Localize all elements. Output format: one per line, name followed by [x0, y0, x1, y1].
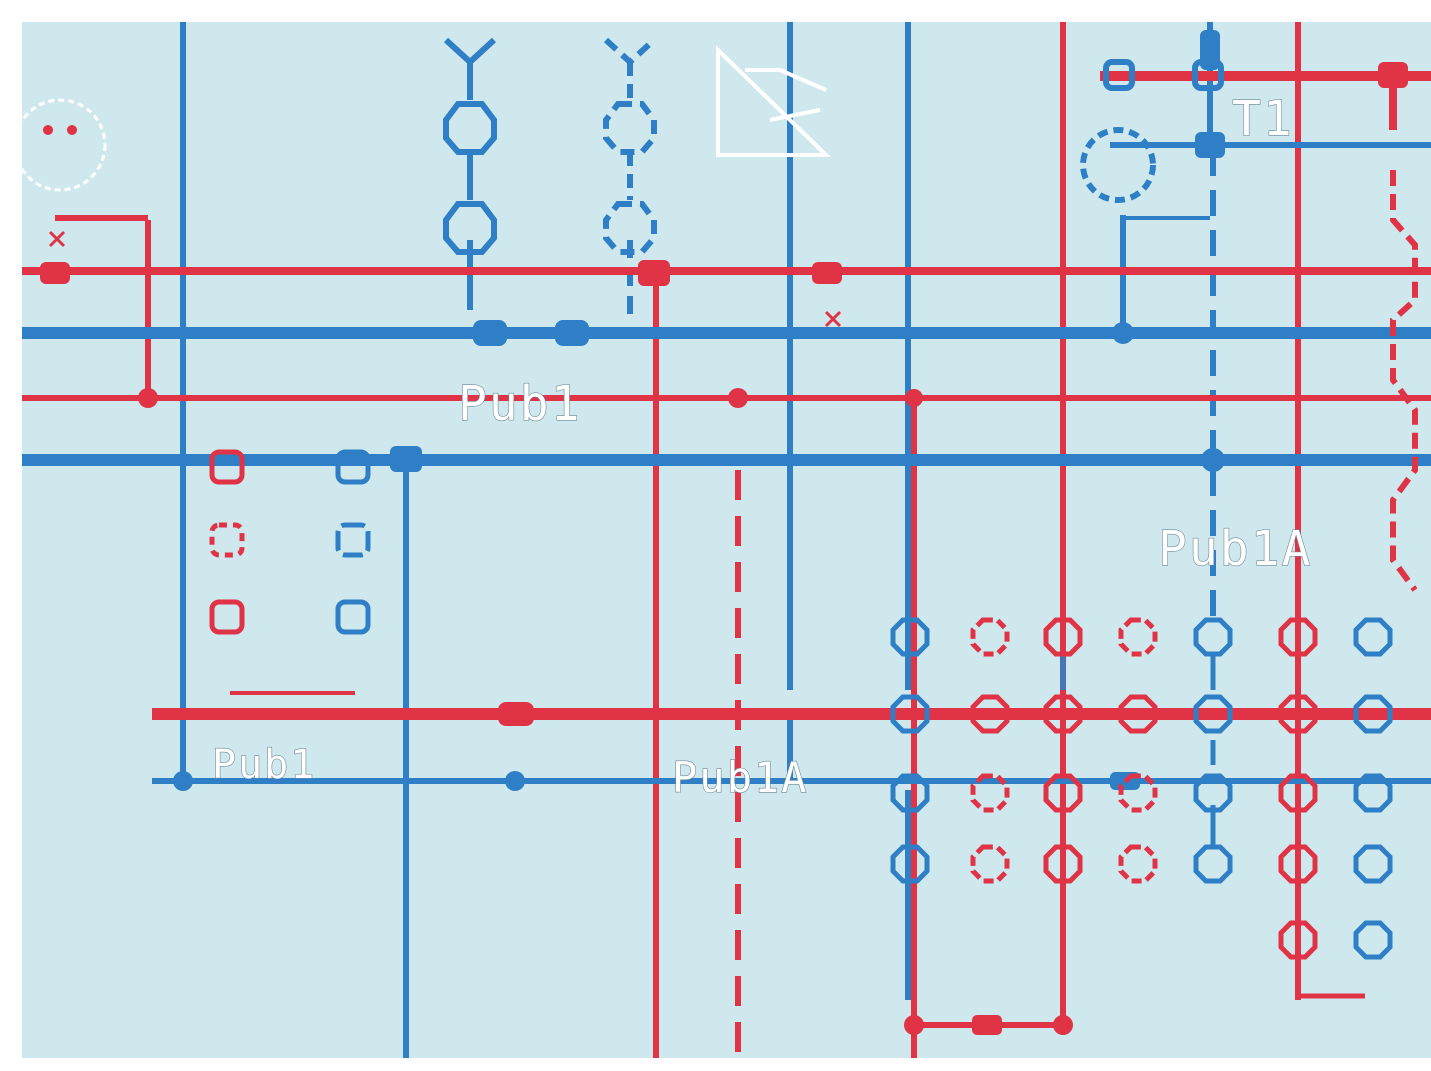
device-octagon [1118, 617, 1158, 657]
device-symbol [443, 37, 497, 100]
device-octagon [1043, 617, 1083, 657]
red-pad [905, 389, 923, 407]
red-vertical-lines [145, 22, 1397, 1058]
blue-pad [473, 320, 507, 346]
device-symbol [443, 201, 497, 255]
device-octagon [1353, 617, 1393, 657]
device-octagon [970, 844, 1010, 884]
device-symbol [603, 201, 657, 255]
device-symbol [1103, 59, 1135, 91]
device-grid [890, 617, 1393, 960]
device-octagon [1193, 773, 1233, 813]
red-pad [40, 262, 70, 284]
device-octagon [890, 617, 930, 657]
x-mark [824, 310, 842, 328]
device-octagon [1278, 617, 1318, 657]
red-pad [1053, 1015, 1073, 1035]
device-octagon [1193, 617, 1233, 657]
red-pad [812, 262, 842, 284]
blue-pad [173, 771, 193, 791]
top-left-symbol-features [43, 125, 77, 135]
top-center-outline [716, 45, 831, 157]
left-square-array [209, 449, 371, 635]
net-label-t-top-right: T1 [1232, 91, 1294, 147]
device-octagon [970, 694, 1010, 734]
top-right-cluster [1080, 59, 1224, 203]
red-pad [1378, 62, 1408, 88]
red-pad [728, 388, 748, 408]
cell-blue [335, 522, 371, 558]
device-octagon [1118, 844, 1158, 884]
symbol-dot [67, 125, 77, 135]
device-octagon [1353, 920, 1393, 960]
device-octagon [970, 773, 1010, 813]
device-octagon [1118, 773, 1158, 813]
device-symbol [1192, 59, 1224, 91]
blue-pad [1201, 448, 1225, 472]
device-octagon [1278, 694, 1318, 734]
wiggle-trace [1390, 170, 1418, 592]
device-symbol [603, 101, 657, 155]
symbol-dot [43, 125, 53, 135]
device-octagon [1118, 694, 1158, 734]
right-edge-trace [1390, 170, 1418, 592]
blue-pad [1112, 322, 1134, 344]
outline-shape [745, 68, 827, 122]
cell-red [209, 599, 245, 635]
device-octagon [1278, 920, 1318, 960]
canvas-background [22, 22, 1431, 1058]
cell-red [209, 449, 245, 485]
device-octagon [1353, 844, 1393, 884]
cell-blue [335, 449, 371, 485]
cell-red [209, 522, 245, 558]
red-pad [972, 1015, 1002, 1035]
blue-pad [1195, 132, 1225, 158]
red-pad [498, 702, 534, 726]
device-octagon [1278, 844, 1318, 884]
device-octagon [1043, 844, 1083, 884]
blue-pad [555, 320, 589, 346]
device-symbol [1080, 127, 1156, 203]
device-octagon [1193, 694, 1233, 734]
device-chain-blue-left [443, 37, 497, 255]
symbol-outline [13, 98, 107, 192]
device-octagon [1193, 844, 1233, 884]
device-octagon [970, 617, 1010, 657]
device-chain-blue-right [603, 37, 657, 255]
blue-pad [390, 446, 422, 472]
net-label-pub1a-middle: Pub1A [672, 753, 808, 802]
net-label-pub1-top: Pub1 [458, 376, 582, 432]
red-pad [904, 1015, 924, 1035]
red-pad [638, 260, 670, 286]
x-mark [48, 230, 66, 248]
net-label-pub1a-right: Pub1A [1158, 521, 1313, 577]
top-left-symbol [13, 98, 107, 192]
red-pad [138, 388, 158, 408]
device-octagon [1353, 694, 1393, 734]
net-label-pub1-bottom: Pub1 [212, 742, 316, 788]
device-symbol [443, 101, 497, 155]
blue-pad [505, 771, 525, 791]
device-octagon [1353, 773, 1393, 813]
device-octagon [890, 844, 930, 884]
device-octagon [1043, 694, 1083, 734]
device-octagon [1278, 773, 1318, 813]
device-octagon [890, 694, 930, 734]
device-octagon [890, 773, 930, 813]
device-octagon [1043, 773, 1083, 813]
device-symbol [603, 37, 657, 100]
horizontal-buses [22, 71, 1431, 1028]
x-marks [48, 230, 842, 328]
outline-shape [716, 45, 831, 157]
cell-blue [335, 599, 371, 635]
